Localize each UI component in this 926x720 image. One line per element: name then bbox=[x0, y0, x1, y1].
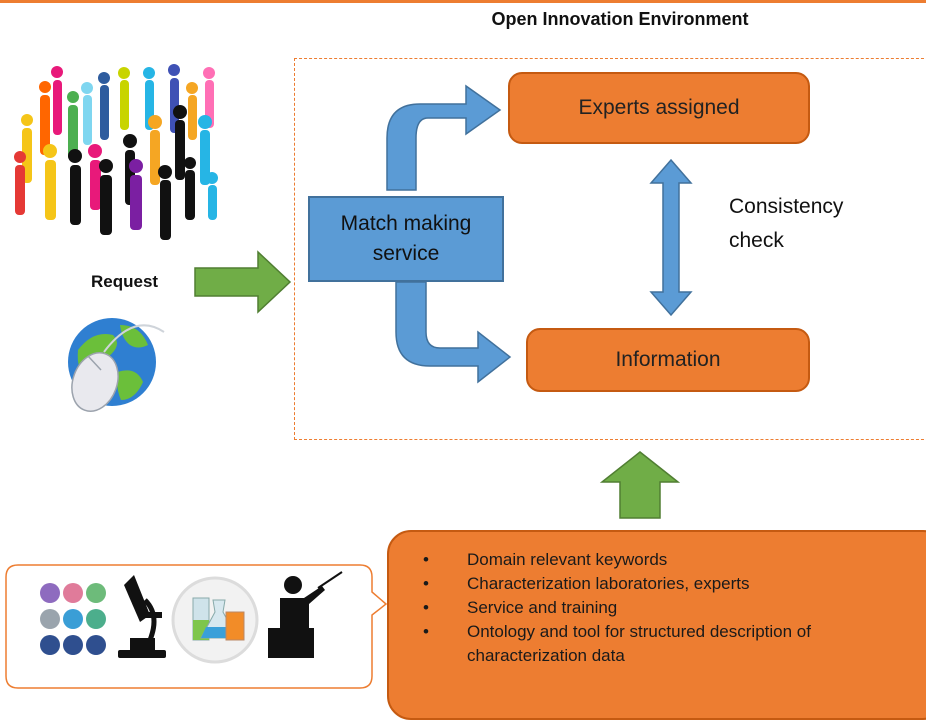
consistency-check-label: Consistency check bbox=[729, 195, 844, 252]
matchmaking-label: Match making service bbox=[340, 211, 472, 265]
user-avatars-icon bbox=[40, 583, 106, 655]
page-title: Open Innovation Environment bbox=[491, 9, 749, 29]
arrow-to-information bbox=[395, 281, 512, 384]
request-arrow bbox=[194, 250, 292, 314]
teacher-icon bbox=[268, 571, 343, 658]
resources-arrow bbox=[599, 451, 681, 519]
microscope-icon bbox=[118, 575, 166, 658]
resources-list-box: Domain relevant keywords Characterizatio… bbox=[387, 530, 926, 720]
list-item: Service and training bbox=[419, 596, 922, 620]
list-item: Characterization laboratories, experts bbox=[419, 572, 922, 596]
consistency-arrow bbox=[649, 158, 693, 317]
lab-flasks-icon bbox=[171, 576, 259, 664]
resources-list: Domain relevant keywords Characterizatio… bbox=[419, 548, 925, 668]
matchmaking-service-box: Match making service bbox=[308, 196, 504, 282]
open-innovation-environment-frame bbox=[294, 58, 926, 440]
diagram-graphics bbox=[5, 64, 693, 689]
experts-assigned-box: Experts assigned bbox=[508, 72, 810, 144]
globe-mouse-icon bbox=[68, 318, 165, 412]
list-item: Domain relevant keywords bbox=[419, 548, 922, 572]
people-crowd-icon bbox=[14, 64, 218, 240]
top-accent-line bbox=[0, 0, 926, 3]
information-box: Information bbox=[526, 328, 810, 392]
list-item: Ontology and tool for structured descrip… bbox=[419, 620, 922, 668]
arrow-to-experts bbox=[386, 84, 502, 191]
request-label: Request bbox=[91, 272, 159, 291]
